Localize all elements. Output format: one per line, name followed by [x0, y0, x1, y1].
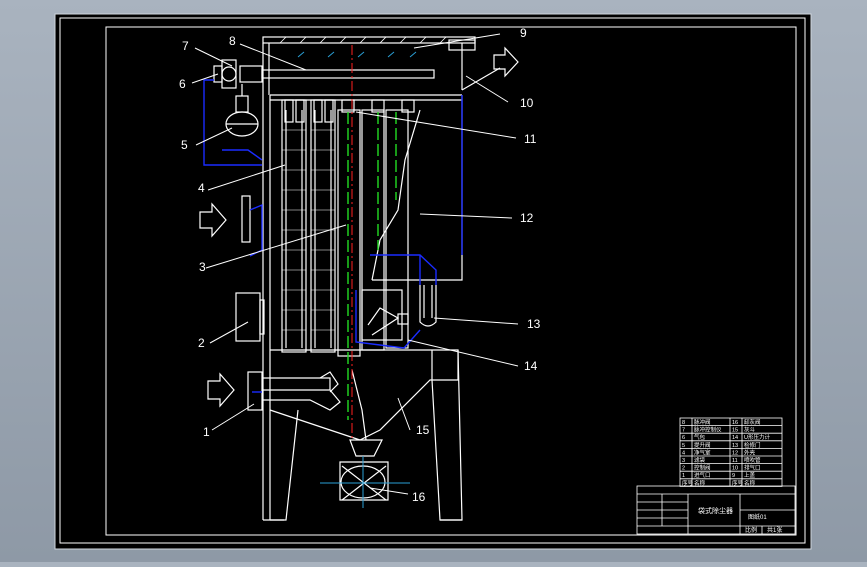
drawing-title: 袋式除尘器 — [698, 506, 733, 515]
parts-table-header-cell: 序号 — [682, 479, 694, 487]
top-cover-hatch — [279, 36, 447, 44]
parts-table-cell: 净气室 — [694, 448, 711, 456]
parts-table-cell: 10 — [732, 466, 738, 472]
dust-collector-drawing — [199, 36, 519, 521]
parts-table-cell: 控制阀 — [694, 464, 711, 472]
callout-10: 10 — [520, 96, 534, 110]
parts-table-cell: 提升阀 — [694, 441, 711, 449]
parts-table-cell: 脉冲控制仪 — [694, 426, 722, 434]
callout-9: 9 — [520, 26, 527, 40]
callout-8: 8 — [229, 34, 236, 48]
drawing-number: 图纸01 — [748, 513, 767, 521]
parts-table-cell: 14 — [732, 435, 738, 441]
scale-label: 比例 — [745, 526, 757, 534]
parts-table-cell: 排气口 — [744, 464, 761, 472]
parts-table-header-cell: 序号 — [732, 479, 744, 487]
parts-table-cell: 5 — [682, 443, 685, 449]
parts-table-cell: 外壳 — [744, 448, 756, 456]
parts-table-cell: 喷吹管 — [744, 456, 761, 464]
sheet-outer-border — [59, 17, 806, 544]
callout-14: 14 — [524, 359, 538, 373]
parts-table-cell: 3 — [682, 458, 685, 464]
parts-table-cell: 13 — [732, 443, 738, 449]
parts-table-cell: 上盖 — [744, 471, 756, 479]
title-block-text: 袋式除尘器 图纸01 比例 共1张 — [698, 506, 782, 534]
parts-table-cell: 气包 — [694, 433, 706, 441]
callout-13: 13 — [527, 317, 541, 331]
parts-table-cell: 卸灰阀 — [744, 418, 761, 426]
parts-table-cell: 7 — [682, 428, 685, 434]
parts-table-cell: 16 — [732, 420, 738, 426]
parts-table-cell: 9 — [732, 473, 735, 479]
callout-5: 5 — [181, 138, 188, 152]
inlet-arrow-lower — [207, 372, 235, 408]
parts-table-cell: 15 — [732, 428, 738, 434]
sheet-inner-border — [105, 26, 797, 536]
callout-15: 15 — [416, 423, 430, 437]
inspection-door — [361, 289, 403, 341]
callout-1: 1 — [203, 425, 210, 439]
parts-table-cell: 脉冲阀 — [694, 418, 711, 426]
callout-2: 2 — [198, 336, 205, 350]
parts-table-cell: 11 — [732, 458, 738, 464]
callout-6: 6 — [179, 77, 186, 91]
parts-table-cell: 进气口 — [694, 471, 711, 479]
dust-hopper — [270, 349, 459, 441]
parts-table-header-cell: 名称 — [694, 479, 706, 487]
parts-table-cell: 2 — [682, 466, 685, 472]
bag-axis-lines — [347, 112, 397, 420]
parts-table-cell: 4 — [682, 450, 685, 456]
inlet-flange — [247, 371, 263, 411]
support-leg-left — [270, 409, 299, 521]
callout-11: 11 — [524, 132, 537, 146]
parts-table-cell: U形压力计 — [744, 433, 770, 441]
parts-table-cell: 1 — [682, 473, 685, 479]
callout-3: 3 — [199, 260, 206, 274]
callout-7: 7 — [182, 39, 189, 53]
parts-table-cell: 12 — [732, 450, 738, 456]
sheet-label: 共1张 — [767, 526, 782, 534]
u-tube-manometer — [419, 285, 437, 327]
parts-table-cell: 检修门 — [744, 441, 761, 449]
blow-pipe-nozzles — [297, 51, 417, 58]
callout-labels: 1 2 3 4 5 6 7 8 9 10 11 12 13 14 15 16 — [179, 26, 541, 504]
parts-table-cell: 6 — [682, 435, 685, 441]
parts-table-cell: 滤袋 — [694, 456, 706, 464]
outlet-arrow — [493, 46, 519, 78]
leader-lines — [191, 33, 519, 495]
parts-table-cell: 灰斗 — [744, 426, 756, 434]
callout-4: 4 — [198, 181, 205, 195]
callout-12: 12 — [520, 211, 534, 225]
parts-table-cell: 8 — [682, 420, 685, 426]
title-block — [636, 485, 796, 535]
parts-table-header-cell: 名称 — [744, 479, 756, 487]
hopper-outlet — [349, 439, 383, 457]
callout-16: 16 — [412, 490, 426, 504]
inlet-arrow-upper — [199, 202, 227, 238]
drawing-sheet — [54, 13, 812, 550]
